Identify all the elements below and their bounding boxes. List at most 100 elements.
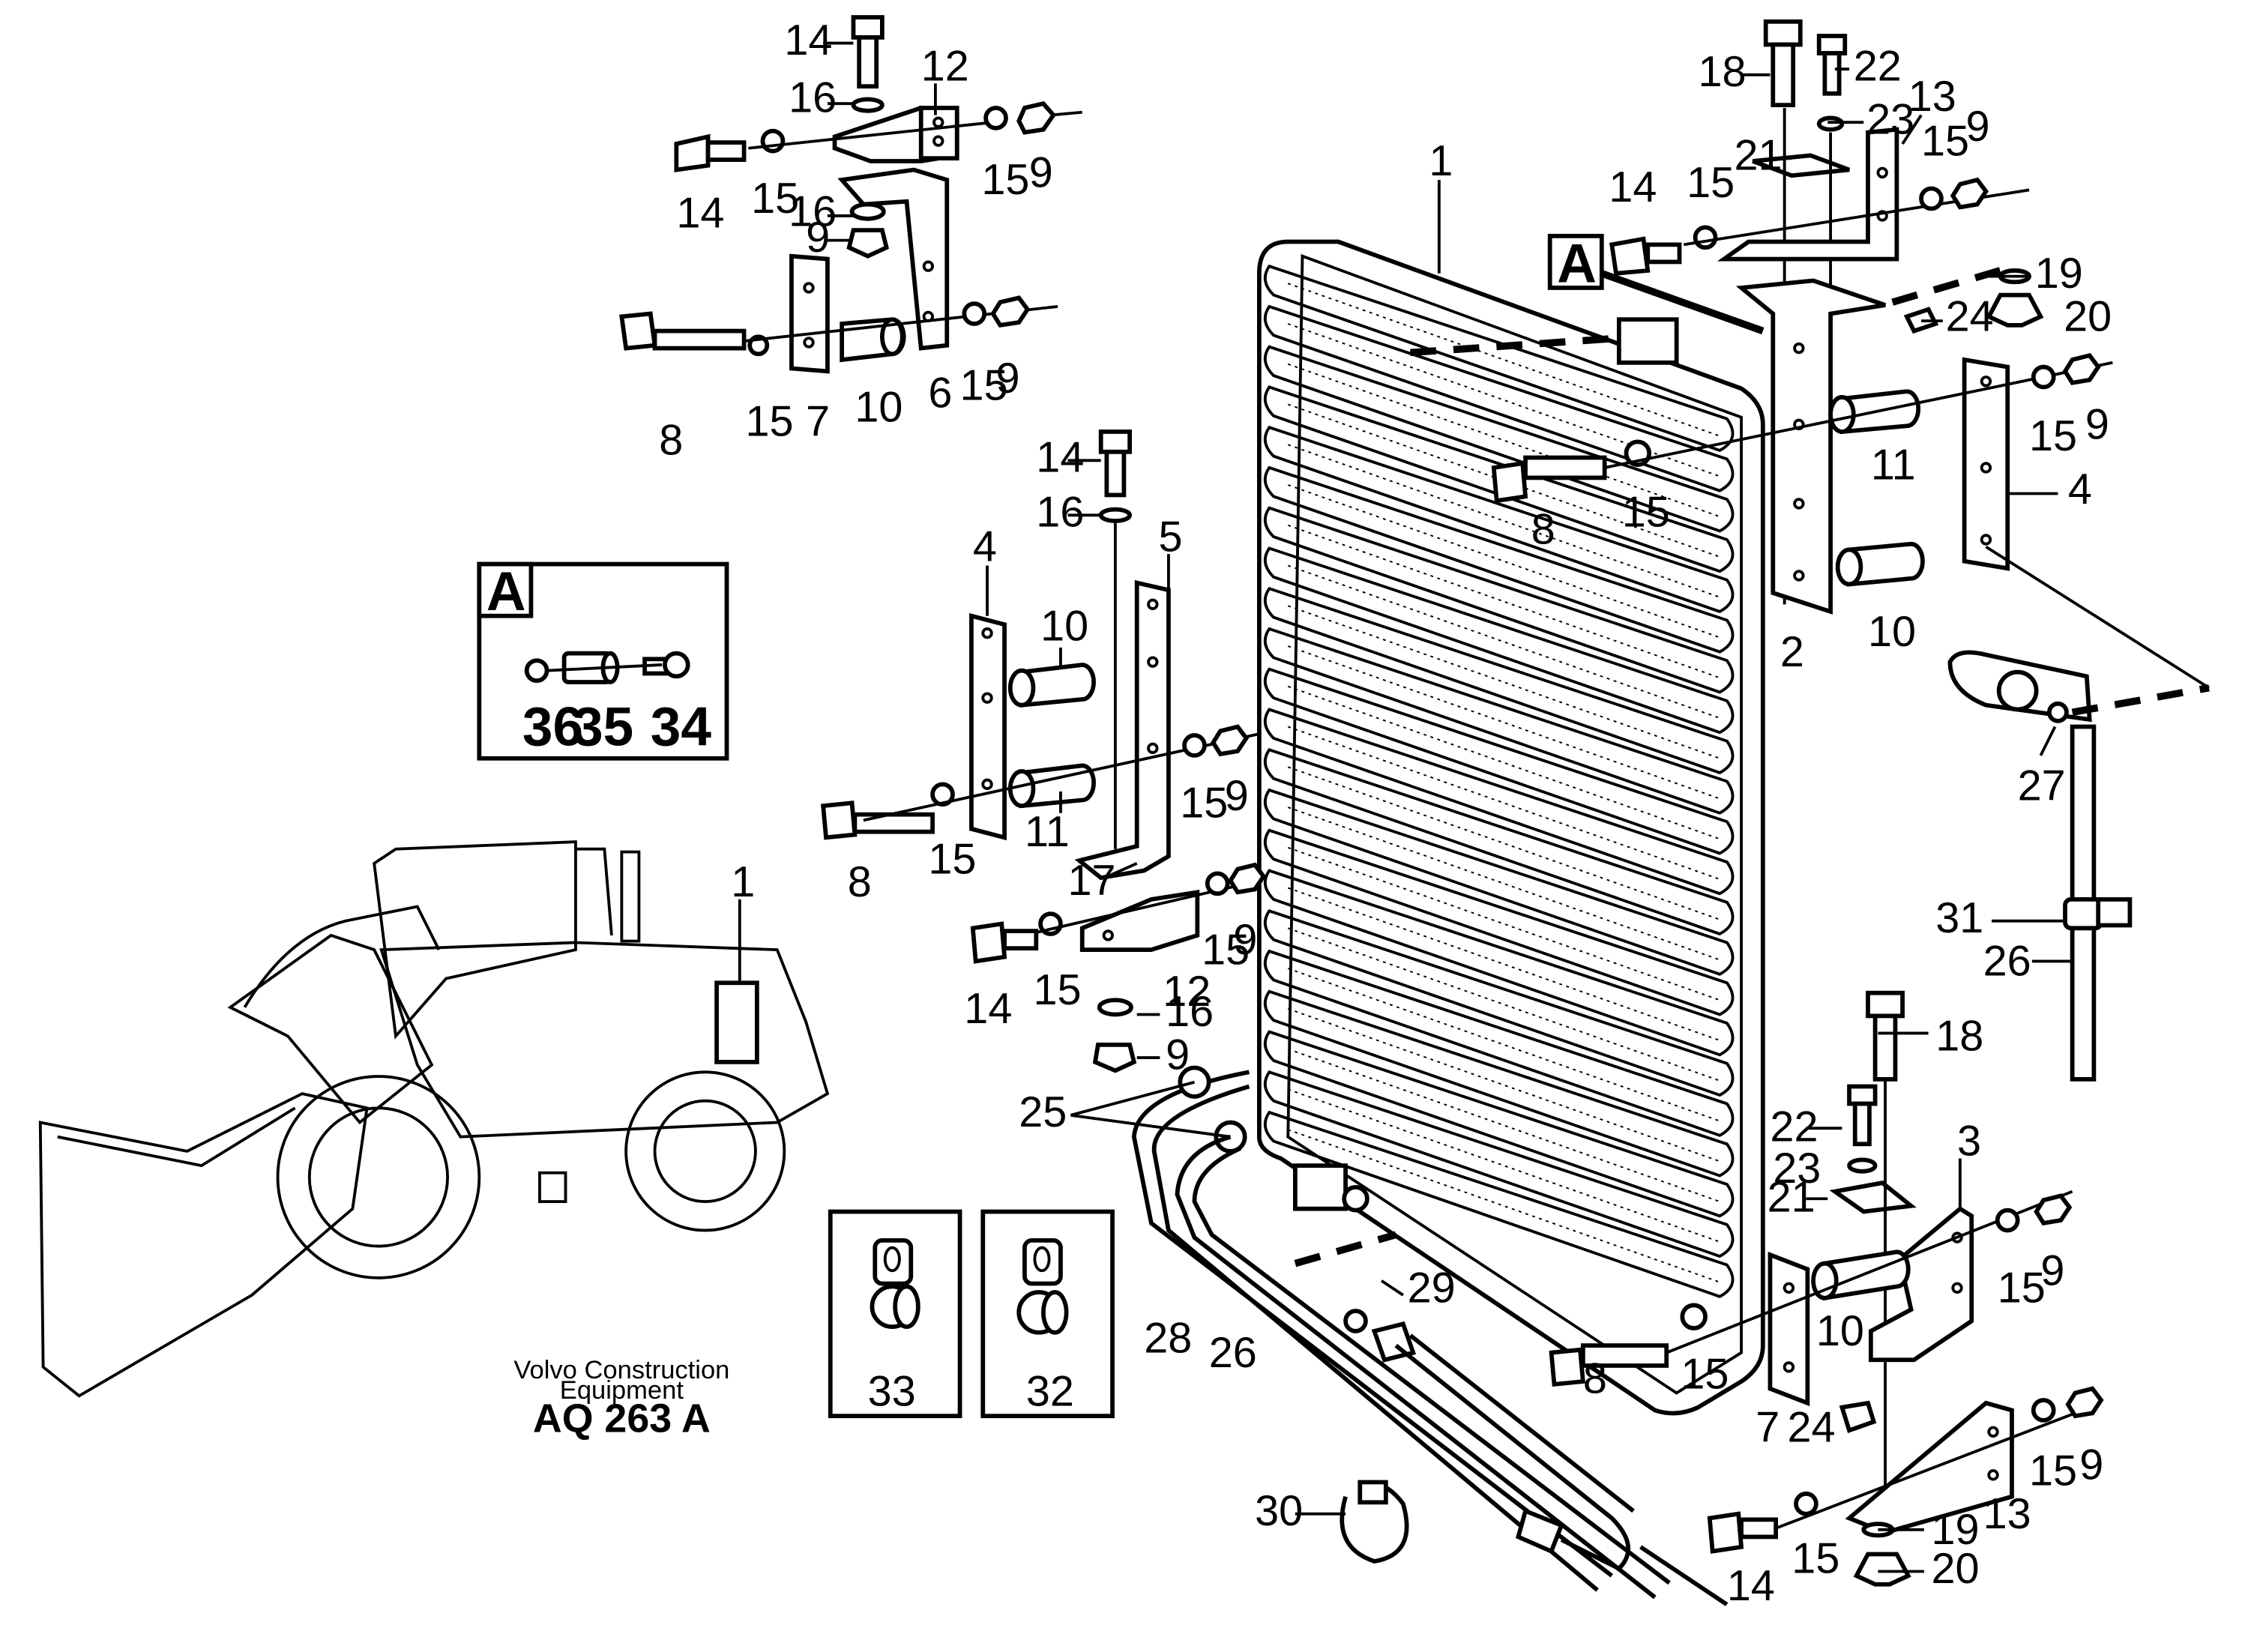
callout-19: 19 <box>2035 250 2083 298</box>
callout-10: 10 <box>855 384 902 432</box>
callout-17: 17 <box>1068 857 1116 905</box>
callout-22: 22 <box>1854 43 1902 91</box>
callout-14: 14 <box>1727 1562 1775 1610</box>
callout-24: 24 <box>1787 1404 1835 1452</box>
condenser-fin <box>1287 1007 1720 1163</box>
callout-10: 10 <box>1816 1307 1864 1355</box>
callout-18: 18 <box>1698 48 1746 96</box>
callout-16: 16 <box>1036 489 1084 537</box>
condenser-tube <box>1263 869 1735 1057</box>
leader-lines <box>738 41 2073 1573</box>
wheel-loader-illustration <box>38 840 830 1398</box>
callout-18: 18 <box>1935 1012 1983 1060</box>
condenser-fin <box>1287 645 1720 800</box>
condenser-tube <box>1263 989 1735 1178</box>
condenser-tube <box>1263 506 1735 694</box>
condenser-tube <box>1263 304 1735 492</box>
callout-15: 15 <box>1202 926 1250 974</box>
condenser-tube <box>1263 1110 1735 1298</box>
callout-9: 9 <box>806 214 830 262</box>
callout-2: 2 <box>1780 628 1804 676</box>
top-right-bracket-assembly <box>1491 19 2113 615</box>
callout-6: 6 <box>928 369 952 417</box>
condenser-tube <box>1263 264 1735 453</box>
condenser-tube <box>1263 425 1735 614</box>
callout-19: 19 <box>1931 1506 1979 1554</box>
callout-9: 9 <box>2079 1441 2103 1489</box>
callout-14: 14 <box>1036 434 1084 482</box>
callout-33: 33 <box>868 1368 916 1416</box>
callout-15: 15 <box>751 175 799 223</box>
callout-10: 10 <box>1040 602 1088 650</box>
callout-9: 9 <box>996 355 1020 403</box>
callout-23: 23 <box>1866 96 1914 144</box>
callout-1: 1 <box>1429 137 1453 185</box>
detail-box-a-title: A <box>486 561 526 622</box>
callout-13: 13 <box>1983 1490 2031 1538</box>
callout-26: 26 <box>1209 1329 1257 1377</box>
condenser-fin <box>1287 444 1720 598</box>
callout-15: 15 <box>1180 779 1228 827</box>
caption-line-2: Equipment <box>560 1376 684 1405</box>
callout-31: 31 <box>1935 894 1983 942</box>
callout-25: 25 <box>1019 1088 1067 1136</box>
callout-16: 16 <box>789 74 837 122</box>
callout-7: 7 <box>806 398 830 446</box>
callout-22: 22 <box>1770 1103 1818 1151</box>
callout-15: 15 <box>1998 1264 2046 1312</box>
callout-9: 9 <box>1166 1031 1190 1079</box>
clamp-detail-32 <box>980 1209 1115 1419</box>
callout-21: 21 <box>1734 132 1782 180</box>
middle-bracket-assembly <box>821 429 1267 1073</box>
callout-15: 15 <box>1622 489 1670 537</box>
condenser-fin <box>1287 685 1720 840</box>
condenser-fin <box>1287 403 1720 558</box>
callout-15: 15 <box>1033 966 1081 1014</box>
callout-20: 20 <box>2064 293 2112 341</box>
callout-9: 9 <box>2085 401 2109 449</box>
callout-15: 15 <box>745 398 793 446</box>
condenser-fin <box>1287 927 1720 1082</box>
condenser-fin <box>1287 1129 1720 1283</box>
detail-box-a <box>477 561 729 761</box>
condenser-fin <box>1287 968 1720 1122</box>
callout-26: 26 <box>1983 938 2031 986</box>
condenser-tube <box>1263 586 1735 775</box>
callout-16: 16 <box>1166 988 1214 1036</box>
condenser-tube <box>1263 1030 1735 1218</box>
condenser-tube <box>1263 908 1735 1097</box>
callout-15: 15 <box>1792 1534 1839 1582</box>
condenser-fin <box>1287 564 1720 719</box>
callout-30: 30 <box>1255 1487 1303 1535</box>
condenser-tube <box>1263 828 1735 1016</box>
figure-caption: Volvo Construction Equipment AQ 263 A <box>513 1356 729 1441</box>
condenser-tube <box>1263 385 1735 573</box>
callout-24: 24 <box>1946 293 1994 341</box>
callout-labels: 14 12 16 14 15 16 9 15 9 8 15 7 10 6 15 … <box>486 16 2112 1610</box>
condenser-fin <box>1287 1088 1720 1243</box>
callout-10: 10 <box>1868 608 1916 656</box>
condenser-fin <box>1287 363 1720 518</box>
callout-9: 9 <box>1029 149 1053 197</box>
condenser-tube <box>1263 546 1735 735</box>
callout-3: 3 <box>1957 1118 1981 1166</box>
callout-27: 27 <box>2018 762 2066 810</box>
callout-15: 15 <box>1687 159 1735 207</box>
drawing-code: AQ 263 A <box>533 1396 711 1441</box>
top-left-bracket-assembly <box>619 15 1082 374</box>
condenser-fin <box>1287 484 1720 639</box>
condenser-fin <box>1287 846 1720 1001</box>
callout-15: 15 <box>928 835 976 883</box>
callout-16: 16 <box>789 187 837 235</box>
condenser-fin <box>1287 807 1720 961</box>
condenser-fin <box>1287 524 1720 679</box>
condenser-tube <box>1263 1070 1735 1258</box>
callout-11: 11 <box>1025 808 1070 856</box>
condenser-fin <box>1287 766 1720 920</box>
condenser-fin <box>1287 726 1720 880</box>
condenser-tube <box>1263 465 1735 654</box>
callout-9: 9 <box>2040 1246 2064 1294</box>
callout-9: 9 <box>1225 772 1249 820</box>
view-marker-a: A <box>1557 233 1597 294</box>
